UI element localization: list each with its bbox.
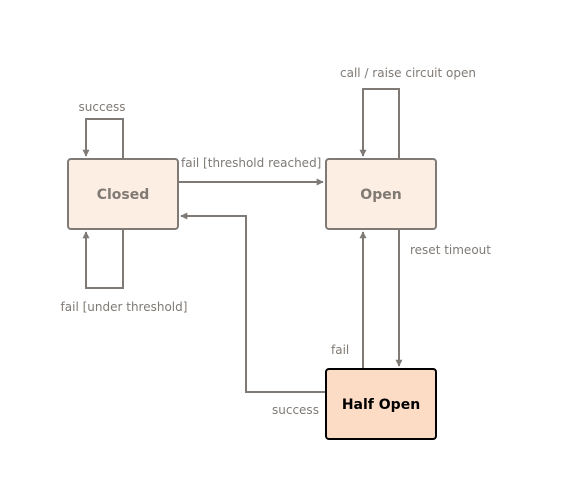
closed-state-label: Closed bbox=[97, 187, 150, 203]
closed-fail-loop-label: fail [under threshold] bbox=[61, 300, 188, 314]
closed-success-loop-label: success bbox=[79, 100, 126, 114]
half-open-to-closed-label: success bbox=[272, 403, 319, 417]
half-open-state-label: Half Open bbox=[342, 397, 420, 413]
open-loop-edge bbox=[359, 88, 400, 159]
closed-fail-loop-edge bbox=[82, 229, 124, 289]
open-state-label: Open bbox=[360, 187, 401, 203]
open-loop-label: call / raise circuit open bbox=[340, 66, 476, 80]
open-to-half-open-label: reset timeout bbox=[410, 243, 491, 257]
half-open-to-open-label: fail bbox=[331, 343, 349, 357]
half-open-to-closed-edge bbox=[180, 212, 326, 393]
closed-to-open-label: fail [threshold reached] bbox=[181, 156, 321, 170]
closed-state-box bbox=[67, 158, 179, 230]
half-open-state-box bbox=[325, 368, 437, 440]
closed-success-loop-edge bbox=[82, 118, 124, 159]
open-state-box bbox=[325, 158, 437, 230]
